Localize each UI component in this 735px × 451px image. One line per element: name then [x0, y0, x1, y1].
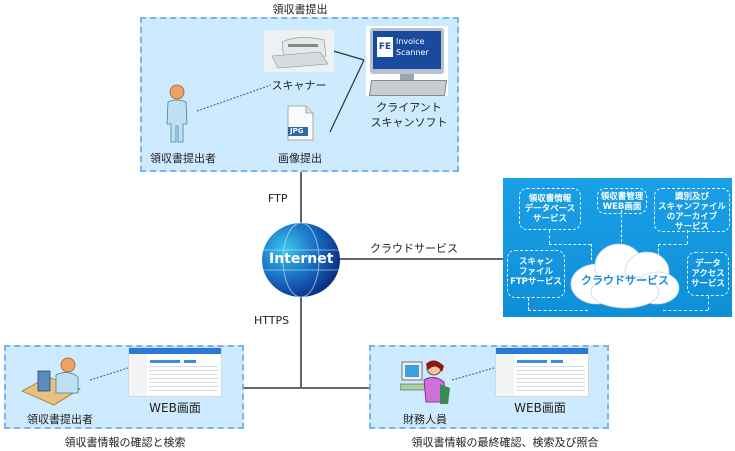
submitter-at-desk-icon: [21, 357, 81, 406]
submitter-scanner-link: [196, 84, 272, 112]
image-submit-label: 画像提出: [278, 152, 322, 165]
right-web-label: WEB画面: [514, 401, 566, 415]
right-user-label: 財務人員: [403, 413, 447, 426]
top-group-title: 領収書提出: [272, 3, 328, 16]
left-user-web-link: [89, 367, 129, 381]
client-label-line2: スキャンソフト: [370, 116, 448, 129]
ftp-label: FTP: [268, 192, 288, 205]
finance-staff-icon: [400, 360, 450, 404]
jpg-badge: JPG: [290, 127, 304, 135]
right-group-caption: 領収書情報の最終確認、検索及び照合: [411, 436, 599, 449]
right-user-web-link: [451, 367, 495, 381]
service-scan-ftp: スキャン ファイル FTPサービス: [507, 250, 565, 298]
internet-globe-icon: Internet: [261, 222, 341, 298]
submitter-label: 領収書提出者: [150, 152, 216, 165]
left-group-caption: 領収書情報の確認と検索: [64, 436, 186, 449]
web-screen-thumbnail-left: [128, 347, 222, 397]
jpg-file-icon: JPG: [287, 105, 314, 141]
https-label: HTTPS: [254, 314, 290, 327]
service-archive: 識別及び スキャンファイル のアーカイブ サービス: [654, 188, 730, 232]
screen-text-invoice: Invoice: [396, 37, 425, 46]
cloud-services-panel: 領収書情報 データベース サービス 領収書管理 WEB画面 識別及び スキャンフ…: [503, 178, 732, 317]
service-data-access: データ アクセス サービス: [687, 252, 729, 296]
cloud-shape-icon: [570, 243, 680, 309]
left-user-label: 領収書提出者: [27, 413, 93, 426]
screen-text-scanner: Scanner: [396, 48, 429, 57]
client-links: [329, 49, 365, 133]
service-receipt-web-screen: 領収書管理 WEB画面: [597, 188, 647, 214]
scanner-icon: [264, 30, 334, 72]
scanner-label: スキャナー: [271, 79, 327, 92]
client-pc-icon: FE Invoice Scanner: [366, 26, 448, 96]
web-screen-thumbnail-right: [495, 347, 589, 397]
cloud-link-label: クラウドサービス: [370, 242, 458, 255]
submitter-person-icon: [166, 84, 188, 143]
cloud-link-line: [340, 258, 505, 260]
internet-label: Internet: [269, 251, 334, 267]
left-web-label: WEB画面: [149, 401, 201, 415]
horizontal-bottom-line: [60, 387, 505, 389]
client-label-line1: クライアント: [376, 101, 442, 114]
cloud-center-label: クラウドサービス: [581, 274, 669, 287]
client-software-label: クライアント スキャンソフト: [364, 100, 454, 130]
fe-logo: FE: [376, 36, 394, 58]
service-receipt-database: 領収書情報 データベース サービス: [519, 188, 581, 230]
